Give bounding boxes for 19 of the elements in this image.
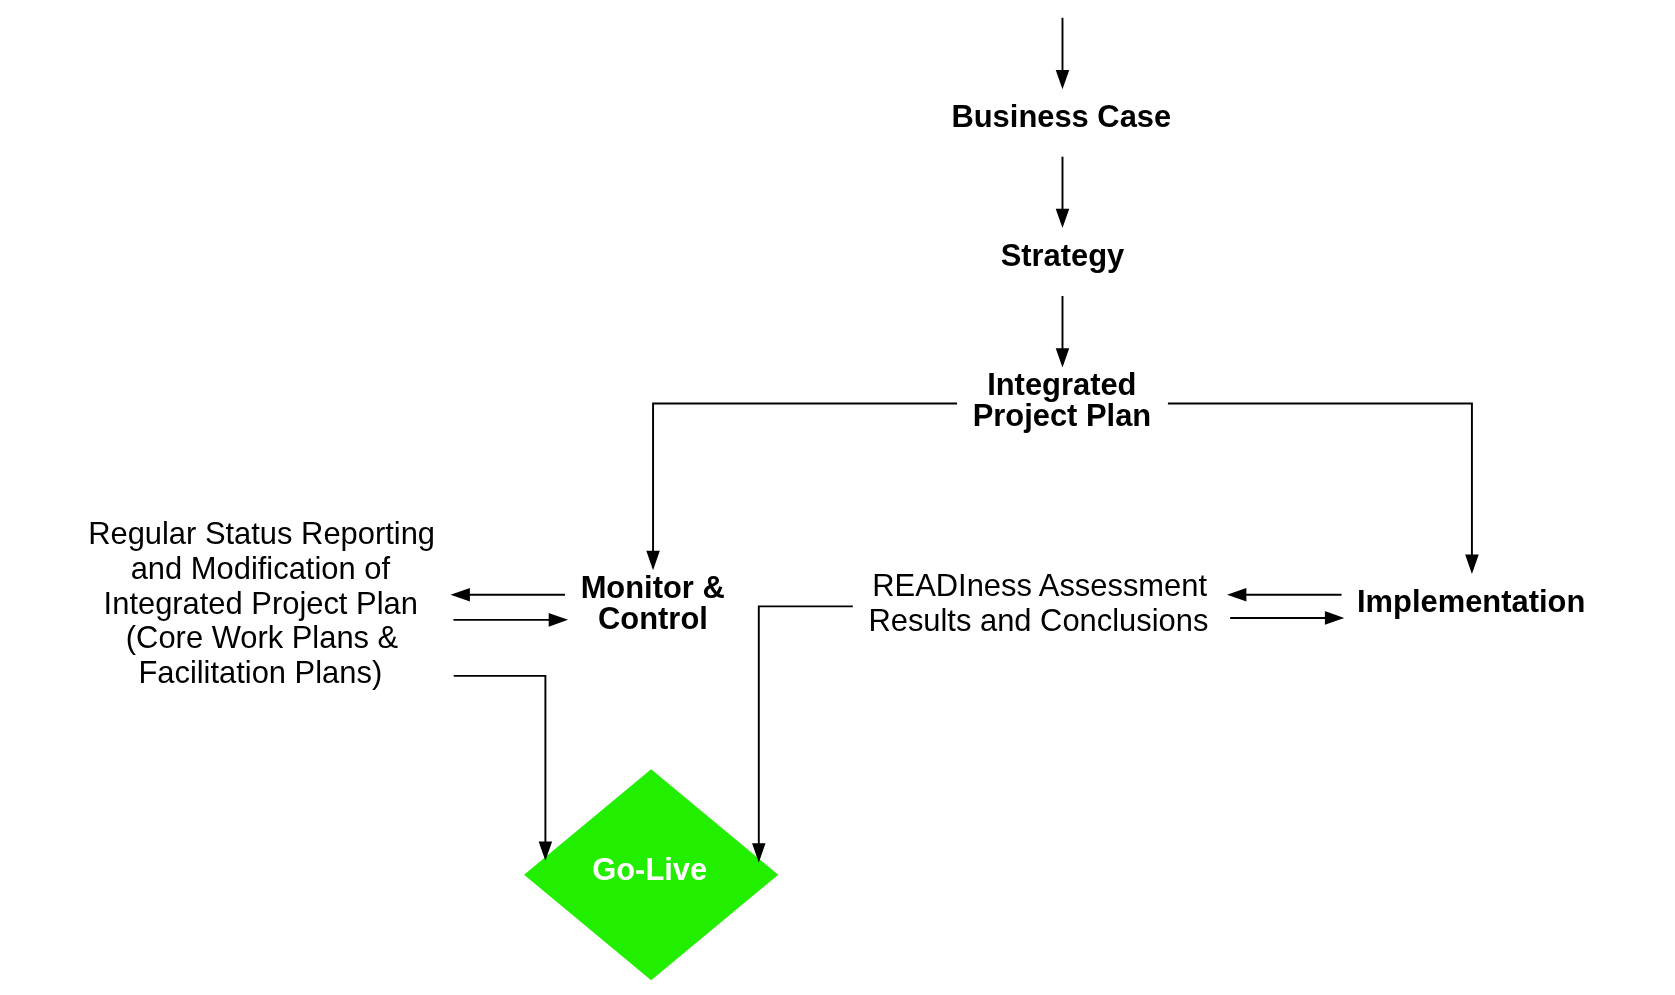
arrow bbox=[1166, 402, 1479, 574]
node-text: Integrated Project Plan bbox=[972, 367, 1152, 434]
node-text: Monitor & Control bbox=[580, 570, 725, 637]
arrow bbox=[1227, 588, 1343, 602]
arrow bbox=[752, 605, 854, 863]
arrow bbox=[1055, 155, 1070, 228]
node-text: Implementation bbox=[1357, 583, 1586, 619]
arrow bbox=[452, 613, 569, 627]
node-text: READIness Assessment Results and Conclusions bbox=[868, 568, 1209, 639]
node-diamond: Go-Live bbox=[524, 769, 779, 981]
arrow bbox=[1229, 611, 1345, 625]
arrow bbox=[450, 588, 566, 602]
arrow bbox=[1055, 16, 1070, 90]
node-text: Strategy bbox=[1000, 238, 1125, 274]
node-text: Regular Status Reporting and Modification of Integrated Project Plan (Core Work Plans & Facilitation Plans) bbox=[88, 516, 436, 691]
arrow bbox=[452, 674, 553, 861]
arrow bbox=[1055, 295, 1070, 368]
arrow bbox=[646, 402, 958, 571]
node-text: Business Case bbox=[951, 99, 1172, 135]
